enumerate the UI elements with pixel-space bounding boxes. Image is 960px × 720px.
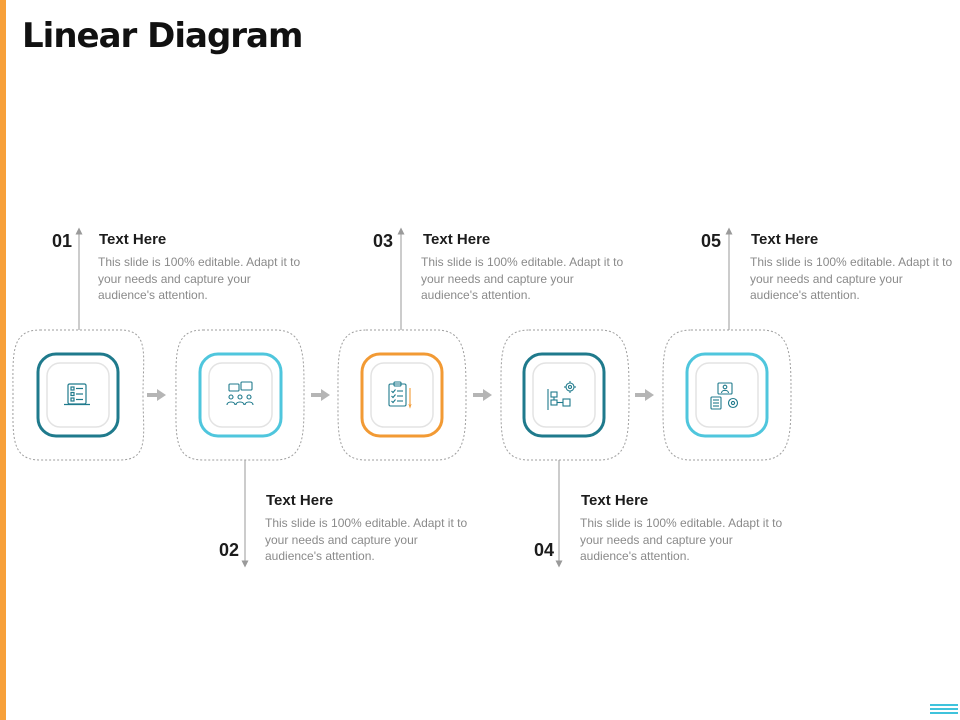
step-5-number: 05 [701,231,722,251]
step-2-node [175,329,305,461]
step-3-body: This slide is 100% editable. Adapt it to… [421,255,624,302]
tablet-checklist-icon [64,383,90,406]
step-2-number: 02 [219,540,240,560]
step-3-node [337,329,467,461]
flow-arrow-3 [473,389,492,401]
flow-arrow-4 [635,389,654,401]
flow-arrow-1 [147,389,166,401]
step-4-number: 04 [534,540,555,560]
step-4-body: This slide is 100% editable. Adapt it to… [580,516,783,563]
step-4-node [500,329,630,461]
step-4-heading: Text Here [581,492,649,509]
step-5-inner-tile [695,362,759,428]
step-5-body: This slide is 100% editable. Adapt it to… [750,255,953,302]
flow-arrows [147,389,654,401]
step-3-number: 03 [373,231,394,251]
step-2-heading: Text Here [266,492,334,509]
clipboard-checklist-icon [388,381,412,409]
step-3-inner-tile [370,362,434,428]
footer-lines-mark [930,704,958,716]
step-5-heading: Text Here [751,231,819,248]
step-1-inner-tile [46,362,110,428]
team-discussion-icon [226,381,254,406]
accent-bar [0,0,6,720]
user-document-gear-icon [710,382,739,410]
flow-arrow-2 [311,389,330,401]
step-1-node [12,329,145,461]
step-1-body: This slide is 100% editable. Adapt it to… [98,255,301,302]
step-3-heading: Text Here [423,231,491,248]
step-4-inner-tile [532,362,596,428]
step-1-heading: Text Here [99,231,167,248]
slide-title: Linear Diagram [22,16,303,56]
workflow-gear-icon [547,381,576,410]
connector-lines [75,227,733,568]
step-1-number: 01 [52,231,73,251]
step-5-node [662,329,792,461]
step-2-body: This slide is 100% editable. Adapt it to… [265,516,468,563]
